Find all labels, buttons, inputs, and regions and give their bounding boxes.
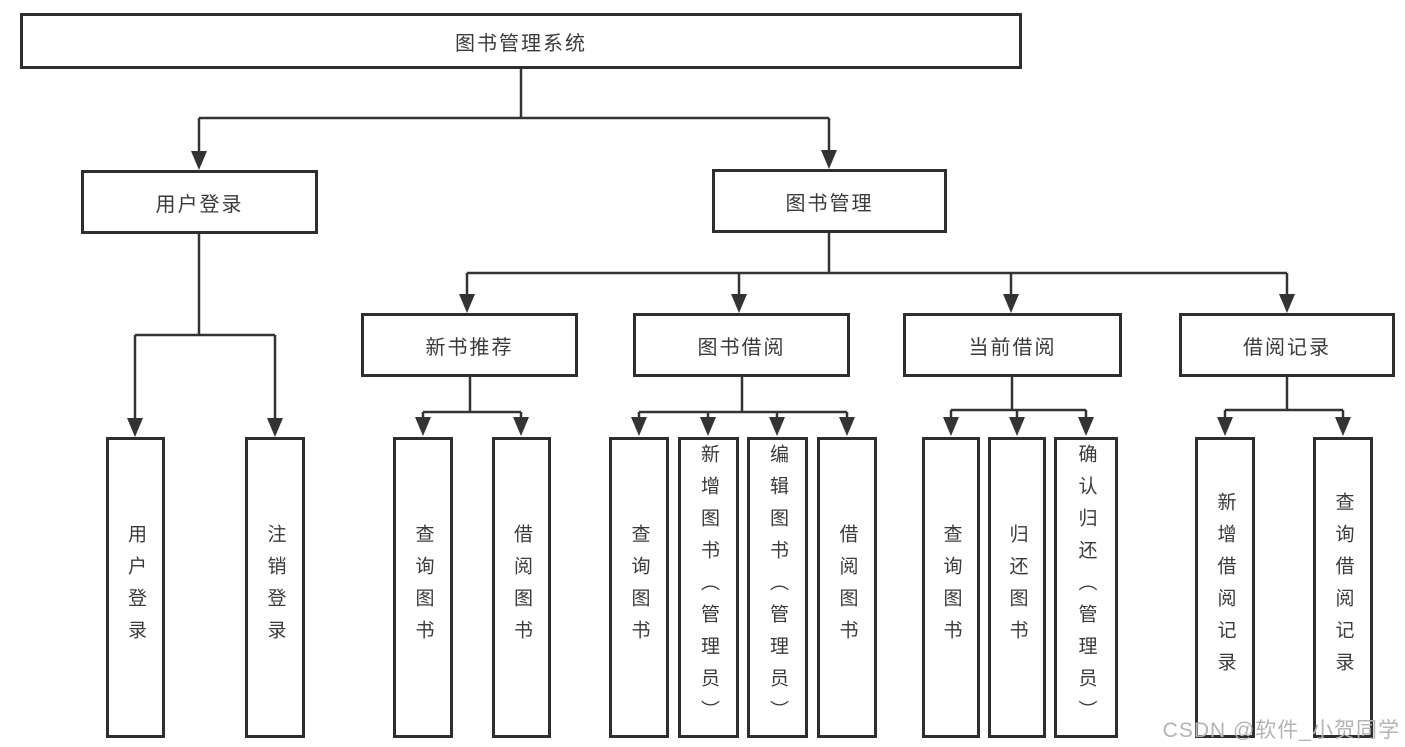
leaf-query-borrow-record: 查询借阅记录 — [1313, 437, 1373, 738]
leaf-query-books-borrowing: 查询图书 — [609, 437, 669, 738]
leaf-query-books-recommend: 查询图书 — [393, 437, 453, 738]
leaf-return-books: 归还图书 — [988, 437, 1046, 738]
leaf-confirm-return-admin: 确认归还（管理员） — [1054, 437, 1118, 738]
leaf-query-books-current: 查询图书 — [922, 437, 980, 738]
leaf-add-borrow-record: 新增借阅记录 — [1195, 437, 1255, 738]
node-current-borrowing: 当前借阅 — [903, 313, 1122, 377]
csdn-watermark: CSDN @软件_小贺同学 — [1162, 719, 1400, 742]
node-library-system: 图书管理系统 — [20, 13, 1022, 69]
node-book-borrowing: 图书借阅 — [633, 313, 850, 377]
node-user-login: 用户登录 — [81, 170, 318, 234]
leaf-user-login: 用户登录 — [106, 437, 165, 738]
node-book-management: 图书管理 — [712, 169, 947, 233]
node-borrowing-records: 借阅记录 — [1179, 313, 1395, 377]
leaf-borrow-books-recommend: 借阅图书 — [492, 437, 551, 738]
node-new-book-recommend: 新书推荐 — [361, 313, 578, 377]
leaf-logout: 注销登录 — [245, 437, 305, 738]
leaf-borrow-books-borrowing: 借阅图书 — [817, 437, 877, 738]
leaf-edit-books-admin: 编辑图书（管理员） — [747, 437, 808, 738]
arrowheads — [127, 150, 1351, 437]
leaf-add-books-admin: 新增图书（管理员） — [678, 437, 739, 738]
